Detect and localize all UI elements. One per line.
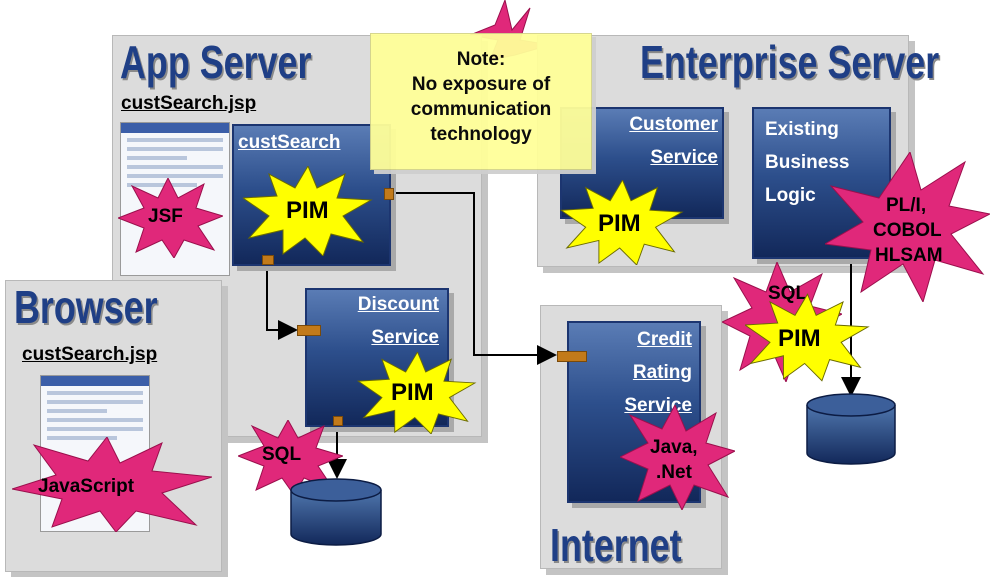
pim-label-customer: PIM bbox=[598, 210, 641, 237]
note-line-2: No exposure of bbox=[411, 74, 551, 95]
pim-label-enterprise: PIM bbox=[778, 325, 821, 352]
sql-burst-discount bbox=[238, 420, 343, 495]
existing-logic-line-3: Logic bbox=[765, 185, 816, 206]
javascript-label: JavaScript bbox=[38, 476, 135, 497]
note-line-1: Note: bbox=[456, 49, 506, 70]
cust-search-label: custSearch bbox=[238, 132, 341, 153]
pli-label-line-1: PL/I, bbox=[886, 195, 927, 216]
credit-rating-line-1: Credit bbox=[637, 329, 692, 350]
custsearch-bottom-port bbox=[262, 255, 274, 265]
existing-logic-line-1: Existing bbox=[765, 119, 839, 140]
database-discount-cylinder bbox=[290, 478, 382, 546]
custsearch-right-port bbox=[384, 188, 394, 200]
custsearch-to-credit-line bbox=[395, 192, 557, 365]
javascript-burst bbox=[12, 437, 212, 532]
discount-left-port bbox=[297, 325, 321, 336]
credit-rating-line-2: Rating bbox=[632, 362, 692, 383]
note-line-4: technology bbox=[430, 124, 532, 145]
sql-label-discount: SQL bbox=[262, 444, 302, 465]
pli-burst bbox=[825, 152, 990, 302]
jsf-label: JSF bbox=[148, 206, 183, 227]
sql-label-enterprise: SQL bbox=[768, 283, 808, 304]
pim-label-custsearch: PIM bbox=[286, 197, 329, 224]
pim-burst-discount bbox=[356, 352, 477, 434]
pim-burst-customer bbox=[560, 180, 684, 265]
java-net-label-line-2: .Net bbox=[656, 462, 692, 483]
note-line-3: communication bbox=[410, 99, 552, 120]
browser-title: Browser bbox=[14, 281, 158, 333]
enterprise-server-title: Enterprise Server bbox=[640, 36, 940, 88]
pim-burst-enterprise bbox=[745, 293, 870, 382]
app-server-title: App Server bbox=[120, 36, 312, 88]
internet-title: Internet bbox=[550, 519, 682, 571]
note-box: Note: No exposure of communication techn… bbox=[370, 33, 592, 170]
customer-service-line-1: Customer bbox=[629, 114, 718, 135]
database-enterprise-cylinder bbox=[806, 393, 896, 465]
discount-service-line-1: Discount bbox=[357, 294, 439, 315]
custsearch-to-discount-line bbox=[266, 262, 298, 340]
pim-burst-custsearch bbox=[243, 166, 373, 256]
existing-logic-line-2: Business bbox=[765, 152, 850, 173]
discount-service-line-2: Service bbox=[371, 327, 439, 348]
java-net-label-line-1: Java, bbox=[650, 437, 698, 458]
java-net-burst bbox=[620, 405, 735, 510]
customer-service-line-2: Service bbox=[650, 147, 718, 168]
discount-bottom-port bbox=[333, 416, 343, 426]
browser-file-label: custSearch.jsp bbox=[22, 344, 158, 365]
credit-left-port bbox=[557, 351, 587, 362]
app-server-file-label: custSearch.jsp bbox=[121, 93, 257, 114]
pli-label-line-2: COBOL bbox=[873, 220, 942, 241]
pim-label-discount: PIM bbox=[391, 379, 434, 406]
jsf-burst bbox=[118, 178, 223, 258]
pli-label-line-3: HLSAM bbox=[875, 245, 943, 266]
